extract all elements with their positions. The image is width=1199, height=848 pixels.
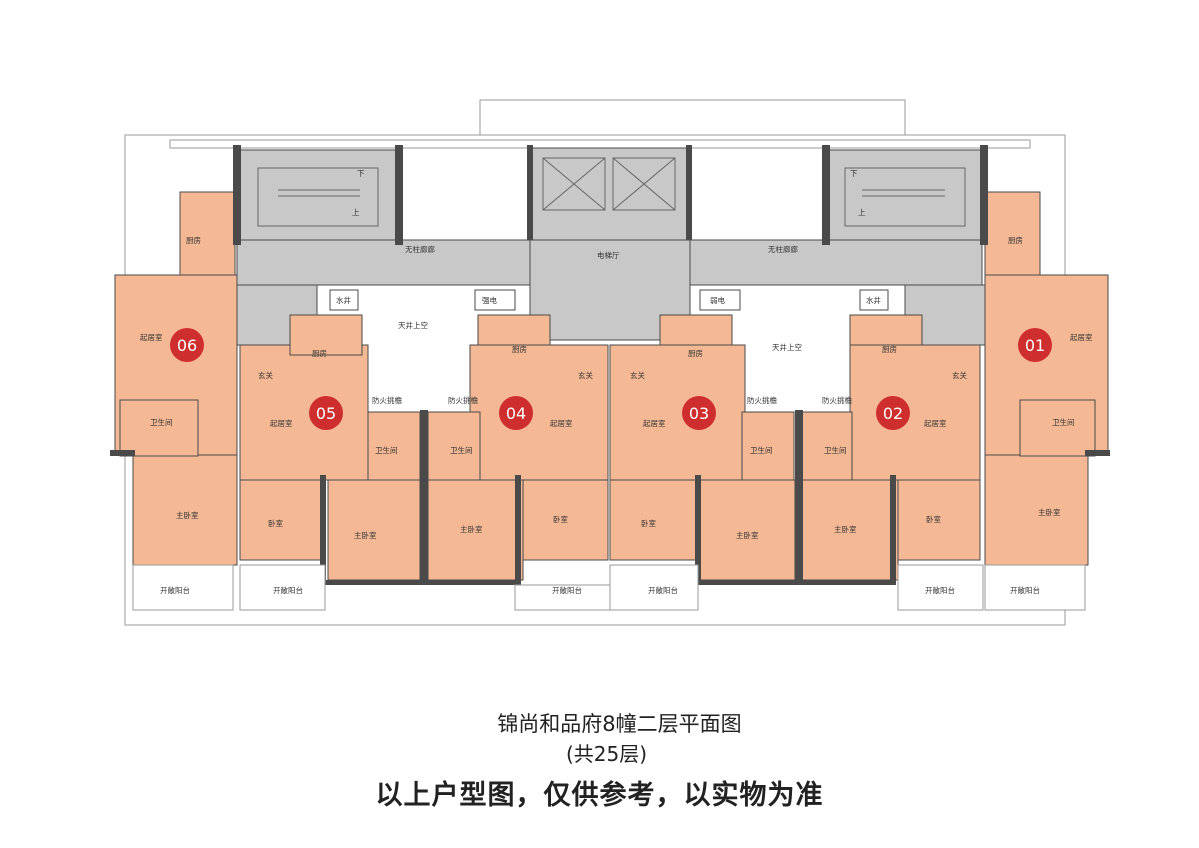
label-kitchen-06: 厨房	[186, 235, 201, 245]
core-area	[236, 147, 986, 346]
label-weak-elec: 弱电	[710, 295, 725, 305]
label-living-04: 起居室	[550, 418, 573, 428]
label-stair-up-right: 上	[858, 208, 866, 217]
unit-badge-06	[170, 328, 204, 362]
label-kitchen-01: 厨房	[1008, 235, 1023, 245]
label-bedroom-05: 卧室	[268, 518, 283, 528]
label-kitchen-05: 厨房	[312, 348, 327, 358]
label-fire-ledge-2: 防火挑檐	[448, 395, 478, 405]
unit-badge-label-06: 06	[177, 336, 197, 355]
label-master-01: 主卧室	[1038, 507, 1061, 517]
label-foyer-03: 玄关	[630, 370, 645, 380]
label-master-03: 主卧室	[736, 530, 759, 540]
label-bath-06: 卫生间	[150, 417, 173, 427]
label-elec-shaft: 强电	[482, 295, 497, 305]
unit-areas	[114, 191, 1109, 581]
unit-badge-03	[682, 396, 716, 430]
plan-disclaimer: 以上户型图，仅供参考，以实物为准	[375, 780, 824, 811]
label-kitchen-04: 厨房	[512, 344, 527, 354]
label-foyer-02: 玄关	[952, 370, 967, 380]
label-balcony-03: 开敞阳台	[648, 585, 678, 595]
unit-badge-label-04: 04	[506, 404, 526, 423]
label-fire-ledge-1: 防火挑檐	[372, 395, 402, 405]
label-living-01: 起居室	[1070, 332, 1093, 342]
label-living-05: 起居室	[270, 418, 293, 428]
label-foyer-04: 玄关	[578, 370, 593, 380]
unit-badge-02	[876, 396, 910, 430]
unit-badge-label-05: 05	[316, 404, 336, 423]
unit-badge-01	[1018, 328, 1052, 362]
label-balcony-06: 开敞阳台	[160, 585, 190, 595]
label-bath-04: 卫生间	[450, 445, 473, 455]
balconies	[132, 564, 1086, 611]
room-labels: 起居室 厨房 卫生间 主卧室 开敞阳台 无柱廊廊 电梯厅 无柱廊廊 下 上 下 …	[140, 169, 1093, 595]
label-kitchen-02: 厨房	[882, 344, 897, 354]
label-bath-01: 卫生间	[1052, 417, 1075, 427]
floor-plan: 01 02 03 04 05 06 起居室 厨房 卫生间 主卧室 开敞阳台 无柱廊廊 电梯…	[110, 99, 1110, 626]
label-balcony-05: 开敞阳台	[273, 585, 303, 595]
label-water-shaft-left: 水井	[336, 295, 351, 305]
unit-badge-label-03: 03	[689, 404, 709, 423]
plan-title: 锦尚和品府8幢二层平面图	[497, 712, 742, 736]
label-corridor-right: 无柱廊廊	[768, 244, 798, 254]
label-bedroom-04: 卧室	[553, 514, 568, 524]
label-atrium-left: 天井上空	[398, 320, 428, 330]
stairs	[257, 157, 966, 227]
label-bath-02: 卫生间	[824, 445, 847, 455]
label-water-shaft-right: 水井	[866, 295, 881, 305]
label-living-06: 起居室	[140, 332, 163, 342]
unit-badge-04	[499, 396, 533, 430]
label-stair-up-left: 上	[352, 208, 360, 217]
label-balcony-02: 开敞阳台	[925, 585, 955, 595]
label-bedroom-03: 卧室	[641, 518, 656, 528]
label-elevator-hall: 电梯厅	[597, 250, 620, 260]
unit-badge-label-02: 02	[883, 404, 903, 423]
label-stair-down-right: 下	[850, 169, 858, 178]
label-stair-down-left: 下	[357, 169, 365, 178]
unit-badges: 01 02 03 04 05 06	[170, 328, 1052, 430]
label-fire-ledge-4: 防火挑檐	[822, 395, 852, 405]
unit-badge-label-01: 01	[1025, 336, 1045, 355]
unit-badge-05	[309, 396, 343, 430]
label-master-04: 主卧室	[460, 524, 483, 534]
label-master-06: 主卧室	[176, 510, 199, 520]
label-master-02: 主卧室	[834, 524, 857, 534]
label-balcony-01: 开敞阳台	[1010, 585, 1040, 595]
shafts	[329, 289, 889, 311]
label-atrium-right: 天井上空	[772, 342, 802, 352]
label-bedroom-02: 卧室	[926, 514, 941, 524]
label-master-05: 主卧室	[354, 530, 377, 540]
label-bath-05: 卫生间	[375, 445, 398, 455]
label-bath-03: 卫生间	[750, 445, 773, 455]
label-corridor-left: 无柱廊廊	[405, 244, 435, 254]
label-balcony-04: 开敞阳台	[552, 585, 582, 595]
label-living-03: 起居室	[643, 418, 666, 428]
label-fire-ledge-3: 防火挑檐	[747, 395, 777, 405]
label-living-02: 起居室	[924, 418, 947, 428]
plan-floor-count: (共25层)	[566, 742, 648, 766]
label-kitchen-03: 厨房	[688, 348, 703, 358]
walls	[110, 145, 1110, 585]
label-foyer-05: 玄关	[258, 370, 273, 380]
